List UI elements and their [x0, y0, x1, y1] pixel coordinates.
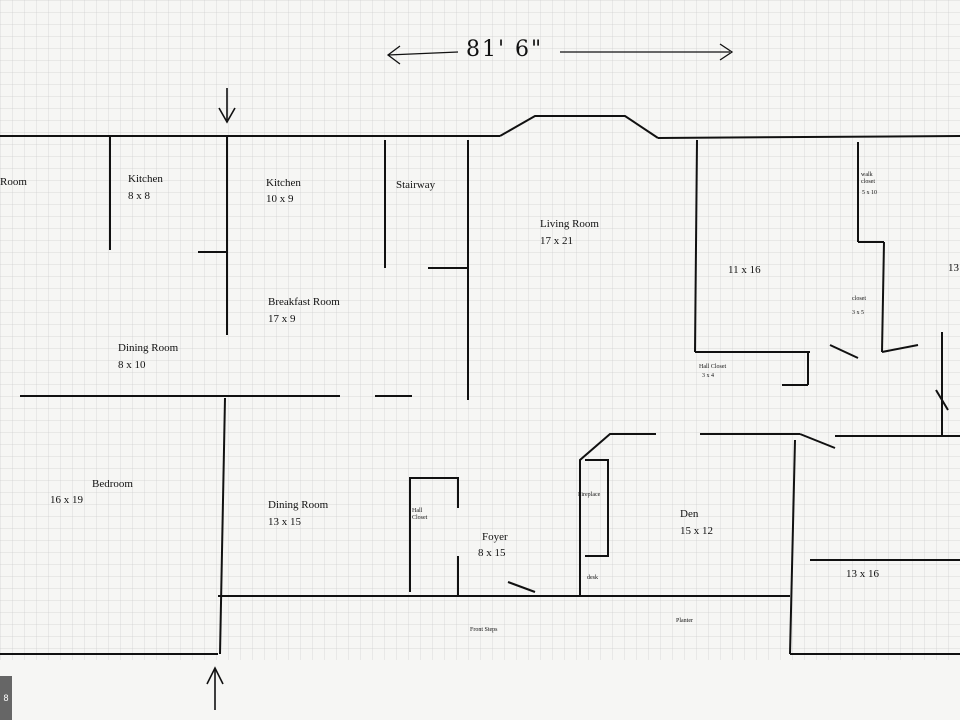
breakfast-room-label: Breakfast Room: [268, 296, 340, 308]
hall-closet-left-label: Hall Closet: [412, 508, 428, 521]
bedroom-size: 16 x 19: [50, 494, 83, 506]
bedroom-label: Bedroom: [92, 478, 133, 490]
foyer-size: 8 x 15: [478, 547, 506, 559]
hall-closet-right-size: 3 x 4: [702, 373, 714, 379]
corner-badge: 8: [0, 676, 12, 720]
desk-label: desk: [587, 575, 598, 581]
den-size: 15 x 12: [680, 525, 713, 537]
kitchen-small-size: 8 x 8: [128, 190, 150, 202]
planter-label: Planter: [676, 618, 693, 624]
dining-room-small-size: 8 x 10: [118, 359, 146, 371]
interior-walls: [20, 136, 960, 655]
entry-arrow-top: [218, 88, 236, 124]
graph-paper-grid: [0, 0, 960, 660]
den-label: Den: [680, 508, 699, 520]
living-room-label: Living Room: [540, 218, 599, 230]
closet-small-size: 3 x 5: [852, 310, 864, 316]
kitchen-large-label: Kitchen: [266, 177, 301, 189]
living-room-size: 17 x 21: [540, 235, 573, 247]
cropped-room-right-size: 13: [948, 262, 959, 274]
kitchen-large-size: 10 x 9: [266, 193, 294, 205]
breakfast-room-size: 17 x 9: [268, 313, 296, 325]
closet-small-label: closet: [852, 296, 866, 302]
entry-arrow-bottom: [206, 666, 224, 710]
room-11x16-size: 11 x 16: [728, 264, 761, 276]
exterior-walls: [0, 115, 960, 655]
dining-room-large-size: 13 x 15: [268, 516, 301, 528]
room-13x16-size: 13 x 16: [846, 568, 879, 580]
foyer-label: Foyer: [482, 531, 508, 543]
dining-room-large-label: Dining Room: [268, 499, 329, 511]
walk-closet-size: 5 x 10: [862, 190, 877, 196]
kitchen-small-label: Kitchen: [128, 173, 163, 185]
stairway-label: Stairway: [396, 179, 436, 191]
dining-room-small-label: Dining Room: [118, 342, 179, 354]
overall-dimension-label: 81' 6": [466, 37, 544, 62]
walk-closet-label: walk closet: [861, 172, 875, 185]
fireplace-label: Fireplace: [578, 492, 601, 498]
left-room-label: Room: [0, 176, 27, 188]
front-steps-label: Front Steps: [470, 627, 498, 633]
hall-closet-right-label: Hall Closet: [699, 364, 727, 370]
dimension-arrow: [386, 43, 734, 65]
